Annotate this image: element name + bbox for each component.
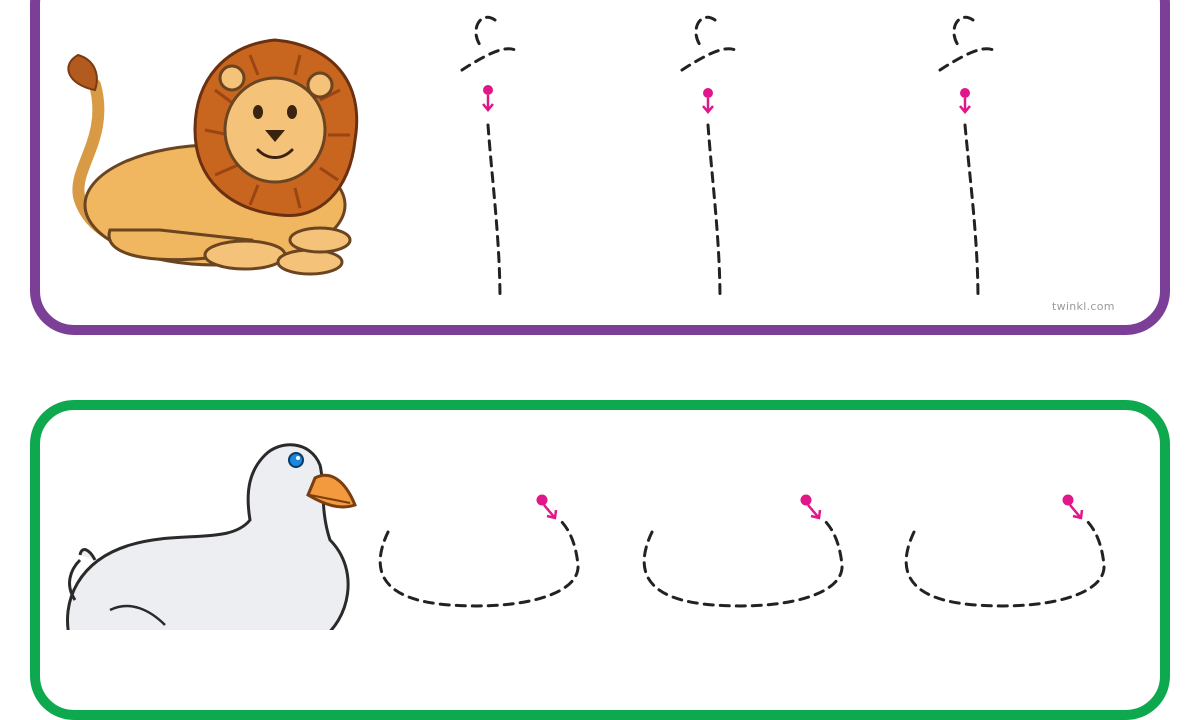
lion-trace-1: [460, 16, 517, 302]
lion-illustration: [67, 38, 359, 276]
duck-trace-3: [904, 494, 1106, 608]
duck-illustration: [66, 443, 357, 630]
twinkl-watermark: twinkl.com: [1052, 300, 1115, 313]
duck-trace-1: [378, 494, 580, 608]
duck-trace-2: [642, 494, 844, 608]
lion-trace-3: [938, 16, 995, 302]
lion-trace-2: [680, 16, 737, 302]
worksheet-illustrations: [66, 16, 1106, 630]
